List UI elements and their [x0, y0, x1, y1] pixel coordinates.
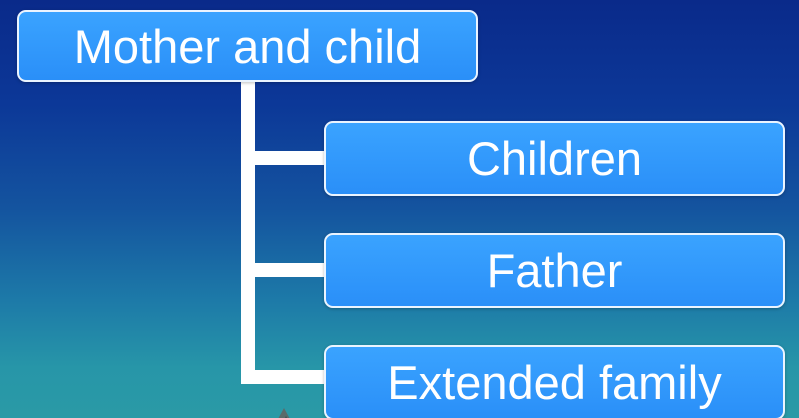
root-node: Mother and child [17, 10, 478, 82]
child-node-label: Extended family [387, 356, 722, 409]
child-node-label: Children [466, 132, 643, 185]
connector-trunk [241, 82, 255, 384]
connector-branch-extended-family [241, 370, 326, 384]
child-node-extended-family: Extended family [324, 345, 785, 418]
root-node-label: Mother and child [73, 19, 422, 73]
child-node-label: Father [486, 244, 623, 297]
photo-corner-image [278, 408, 290, 418]
connector-branch-children [241, 151, 326, 165]
child-node-children: Children [324, 121, 785, 196]
child-node-father: Father [324, 233, 785, 308]
connector-branch-father [241, 263, 326, 277]
